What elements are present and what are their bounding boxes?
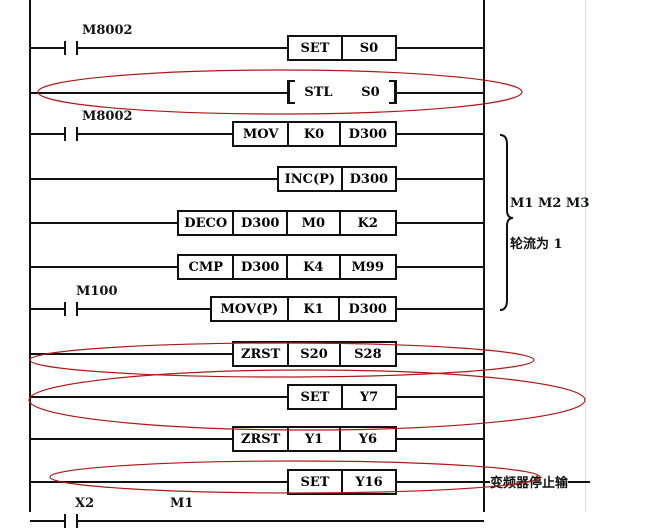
instruction-box: SET Y7 [287,384,397,410]
instruction-operand: M99 [338,256,395,278]
instruction-opcode: ZRST [240,346,281,362]
instruction-opcode: MOV [242,126,279,142]
contact-icon [64,302,78,316]
rung-line [30,92,484,94]
instruction-opcode: DECO [184,215,228,231]
stl-instruction: STL S0 [287,80,397,104]
instruction-operand: K2 [338,212,395,234]
instruction-opcode: ZRST [240,431,281,447]
contact-label: M8002 [82,109,133,124]
contact-label: X2 [75,496,95,511]
page-edge-line [585,0,586,512]
instruction-opcode: CMP [188,259,223,275]
contact-icon [64,514,78,528]
instruction-operand: Y1 [287,428,338,450]
instruction-operand: Y16 [341,471,395,493]
right-power-rail [483,0,485,512]
instruction-operand: S0 [341,37,395,59]
rung-line [30,47,484,49]
contact-label: M8002 [82,23,133,38]
instruction-opcode: SET [300,389,330,405]
instruction-operand: D300 [232,212,286,234]
instruction-box: INC(P)D300 [277,166,397,192]
stl-operand: STL [304,84,333,100]
instruction-box: SET Y16 [287,469,397,495]
annotation-rotate: 轮流为 1 [510,237,563,252]
instruction-operand: K1 [286,298,339,320]
instruction-operand: Y7 [341,386,395,408]
rung-line [30,396,484,398]
instruction-box: SET S0 [287,35,397,61]
brace-icon [499,134,514,311]
instruction-operand: D300 [338,298,395,320]
annotation-outputs: M1 M2 M3 [510,196,590,211]
instruction-operand: D300 [340,168,395,190]
instruction-operand: K4 [286,256,339,278]
instruction-opcode: INC(P) [284,171,336,187]
contact-label: M100 [76,284,118,299]
instruction-operand: S28 [338,343,395,365]
instruction-operand: D300 [338,123,395,145]
instruction-operand: D300 [232,256,286,278]
contact-label: M1 [170,496,194,511]
contact-icon [64,41,78,55]
instruction-operand: Y6 [338,428,395,450]
contact-icon [64,127,78,141]
output-note: 变频器停止输 [490,472,569,491]
left-power-rail [29,0,31,512]
instruction-operand: K0 [287,123,338,145]
instruction-opcode: SET [300,40,330,56]
instruction-opcode: MOV(P) [220,301,279,317]
instruction-operand: S20 [287,343,338,365]
instruction-opcode: SET [300,474,330,490]
rung-line [30,520,484,522]
stl-operand: S0 [361,84,380,100]
instruction-operand: M0 [286,212,339,234]
rung-line [30,178,484,180]
